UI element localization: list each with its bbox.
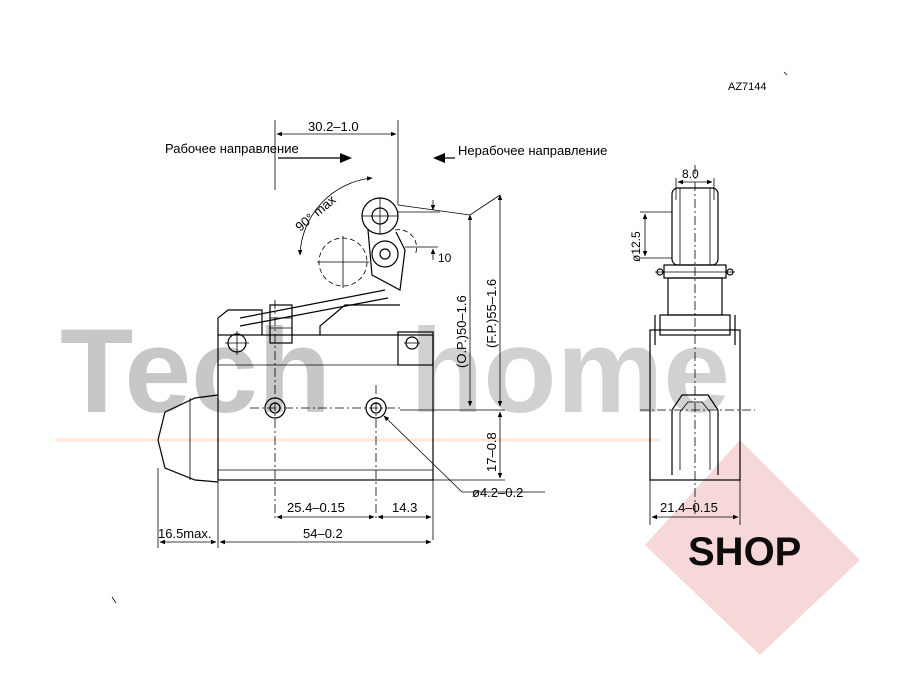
mount-height-dimension — [433, 411, 505, 481]
work-direction-label: Рабочее направление — [165, 141, 299, 156]
screw-head-right — [404, 336, 420, 350]
hole-spacing-text: 25.4–0.15 — [287, 500, 345, 515]
work-direction-arrow — [278, 153, 352, 163]
nonwork-direction-label: Нерабочее направление — [458, 143, 607, 158]
watermark-brand-right: home — [410, 304, 730, 438]
op-dimension-text: (O.P.)50–1.6 — [454, 295, 469, 368]
roller-offset-text: 10 — [438, 251, 452, 265]
corner-mark — [783, 71, 788, 76]
corner-mark-bottom — [111, 596, 117, 604]
body-width-text: 21.4–0.15 — [660, 500, 718, 515]
nonwork-direction-arrow — [433, 153, 455, 163]
fp-dimension-text: (F.P.)55–1.6 — [484, 279, 499, 348]
roller-diameter-text: ø12.5 — [629, 231, 643, 262]
watermark-badge: SHOP — [645, 440, 860, 655]
body-length-dimension — [217, 480, 432, 548]
hole-diameter-text: ø4.2–0.2 — [472, 485, 523, 500]
angle-text: 90° max — [292, 192, 339, 235]
body-length-text: 54–0.2 — [303, 526, 343, 541]
roller-width-text: 8.0 — [682, 167, 699, 181]
arm-length-dimension — [274, 120, 399, 205]
switch-body — [217, 304, 434, 481]
body-width-dimension — [649, 480, 741, 525]
plunger-dimension — [157, 468, 217, 548]
plunger-boot — [157, 394, 219, 483]
drawing-code: AZ7144 — [728, 81, 767, 93]
lever-arm — [239, 289, 389, 344]
mount-height-text: 17–0.8 — [484, 432, 499, 472]
roller-width-dimension — [675, 178, 715, 200]
arm-length-text: 30.2–1.0 — [308, 119, 359, 134]
plunger-text: 16.5max. — [158, 526, 211, 541]
op-fp-dimensions — [400, 194, 505, 411]
watermark-brand-left: Tech — [60, 304, 331, 438]
pivot — [225, 331, 249, 355]
hole-edge-text: 14.3 — [392, 500, 417, 515]
angle-dimension — [297, 176, 373, 256]
hole-edge-dimension — [377, 480, 434, 540]
roller-assembly — [317, 197, 417, 291]
roller-offset-dimension — [398, 200, 440, 260]
watermark-badge-text: SHOP — [688, 530, 801, 574]
hole-diameter-leader — [383, 415, 545, 493]
roller-diameter-dimension — [640, 211, 672, 259]
